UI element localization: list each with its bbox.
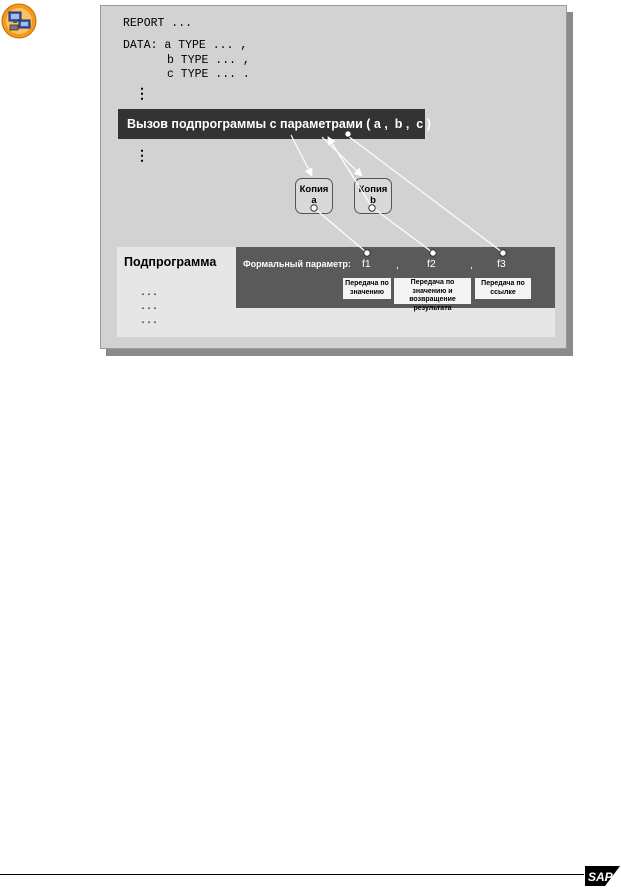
copy-b-title: Копия <box>358 184 388 195</box>
subroutine-dots-1: ... <box>140 288 159 299</box>
connector-circle-c <box>344 130 352 138</box>
param-f3: f3 <box>497 258 506 270</box>
code-b-line: b TYPE ... , <box>167 54 250 67</box>
line-c-to-f3 <box>347 135 503 253</box>
pass-by-value-result-label: Передача по значению и возвращение резул… <box>394 278 471 312</box>
connector-circle-f2 <box>429 249 437 257</box>
formal-parameter-label: Формальный параметр: <box>243 259 351 269</box>
arrow-a-to-copy <box>290 134 313 177</box>
line-copy-a-to-f1 <box>313 207 367 253</box>
subroutine-dots-3: ... <box>140 316 159 327</box>
sap-logo: SAP <box>585 866 620 886</box>
pass-by-reference-label: Передача по ссылке <box>475 278 531 299</box>
code-vdots-bottom: ⋮ <box>135 149 149 165</box>
subroutine-call-bar: Вызов подпрограммы с параметрами ( a , b… <box>118 109 431 139</box>
sap-logo-text: SAP <box>588 870 614 884</box>
copy-a-title: Копия <box>299 184 329 195</box>
copy-b-box: Копия b <box>354 178 392 214</box>
computer-network-icon <box>1 3 37 39</box>
line-copy-b-to-f2 <box>372 207 433 253</box>
copy-a-var: a <box>311 195 317 206</box>
param-f2: f2 <box>427 258 436 270</box>
subroutine-dots-2: ... <box>140 302 159 313</box>
code-data-line: DATA: a TYPE ... , <box>123 39 248 52</box>
connector-lines <box>290 130 507 257</box>
arrow-b-to-copy <box>321 136 363 177</box>
connector-circle-f1 <box>363 249 371 257</box>
connector-circle-copy-a <box>310 204 318 212</box>
code-report-line: REPORT ... <box>123 17 193 30</box>
param-separator-1: , <box>396 260 399 271</box>
connector-circle-copy-b <box>368 204 376 212</box>
param-separator-2: , <box>470 260 473 271</box>
pass-by-value-label: Передача по значению <box>343 278 391 299</box>
arrow-copy-b-to-b <box>327 136 373 208</box>
subroutine-title: Подпрограмма <box>124 255 217 269</box>
footer-rule <box>0 874 584 875</box>
code-c-line: c TYPE ... . <box>167 68 250 81</box>
copy-a-box: Копия a <box>295 178 333 214</box>
connector-circle-f3 <box>499 249 507 257</box>
code-vdots-top: ⋮ <box>135 87 149 103</box>
copy-b-var: b <box>370 195 376 206</box>
param-f1: f1 <box>362 258 371 270</box>
